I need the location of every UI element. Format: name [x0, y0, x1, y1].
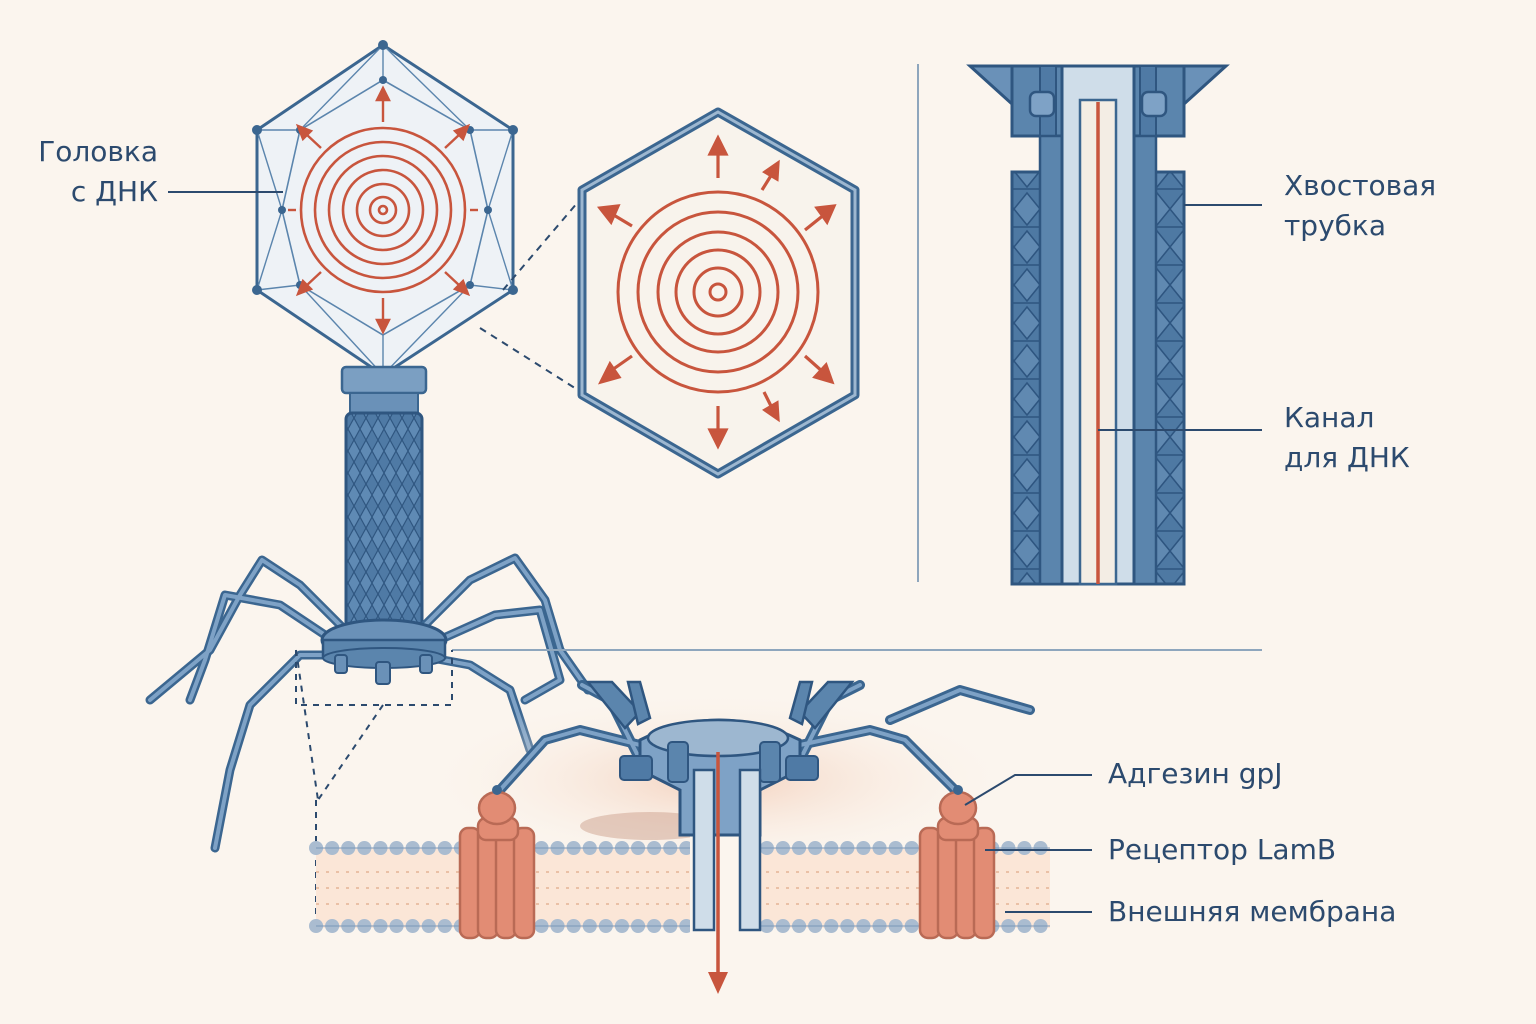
label-adhesin: Адгезин gpJ	[1108, 757, 1283, 790]
lamb-receptor-left	[458, 816, 536, 940]
pressure-arrows	[288, 85, 478, 335]
label-membrane: Внешняя мембрана	[1108, 895, 1397, 928]
lamb-receptor-right	[918, 816, 996, 940]
neck-collar	[340, 365, 428, 414]
capsid-head	[252, 40, 518, 380]
baseplate	[320, 618, 448, 685]
tail-tube-cross-section	[966, 64, 1262, 586]
label-receptor: Рецептор LamB	[1108, 833, 1337, 866]
label-tail-tube: Хвостовая трубка	[1284, 169, 1437, 242]
tail-sheath	[344, 411, 424, 637]
gpj-adhesin	[477, 790, 978, 826]
membrane-attachment-view	[295, 649, 1092, 994]
dna-coil	[299, 126, 467, 294]
label-dna-channel: Канал для ДНК	[1284, 401, 1410, 474]
label-head: Головка с ДНК	[38, 135, 158, 208]
dna-zoom-inset	[479, 107, 860, 479]
